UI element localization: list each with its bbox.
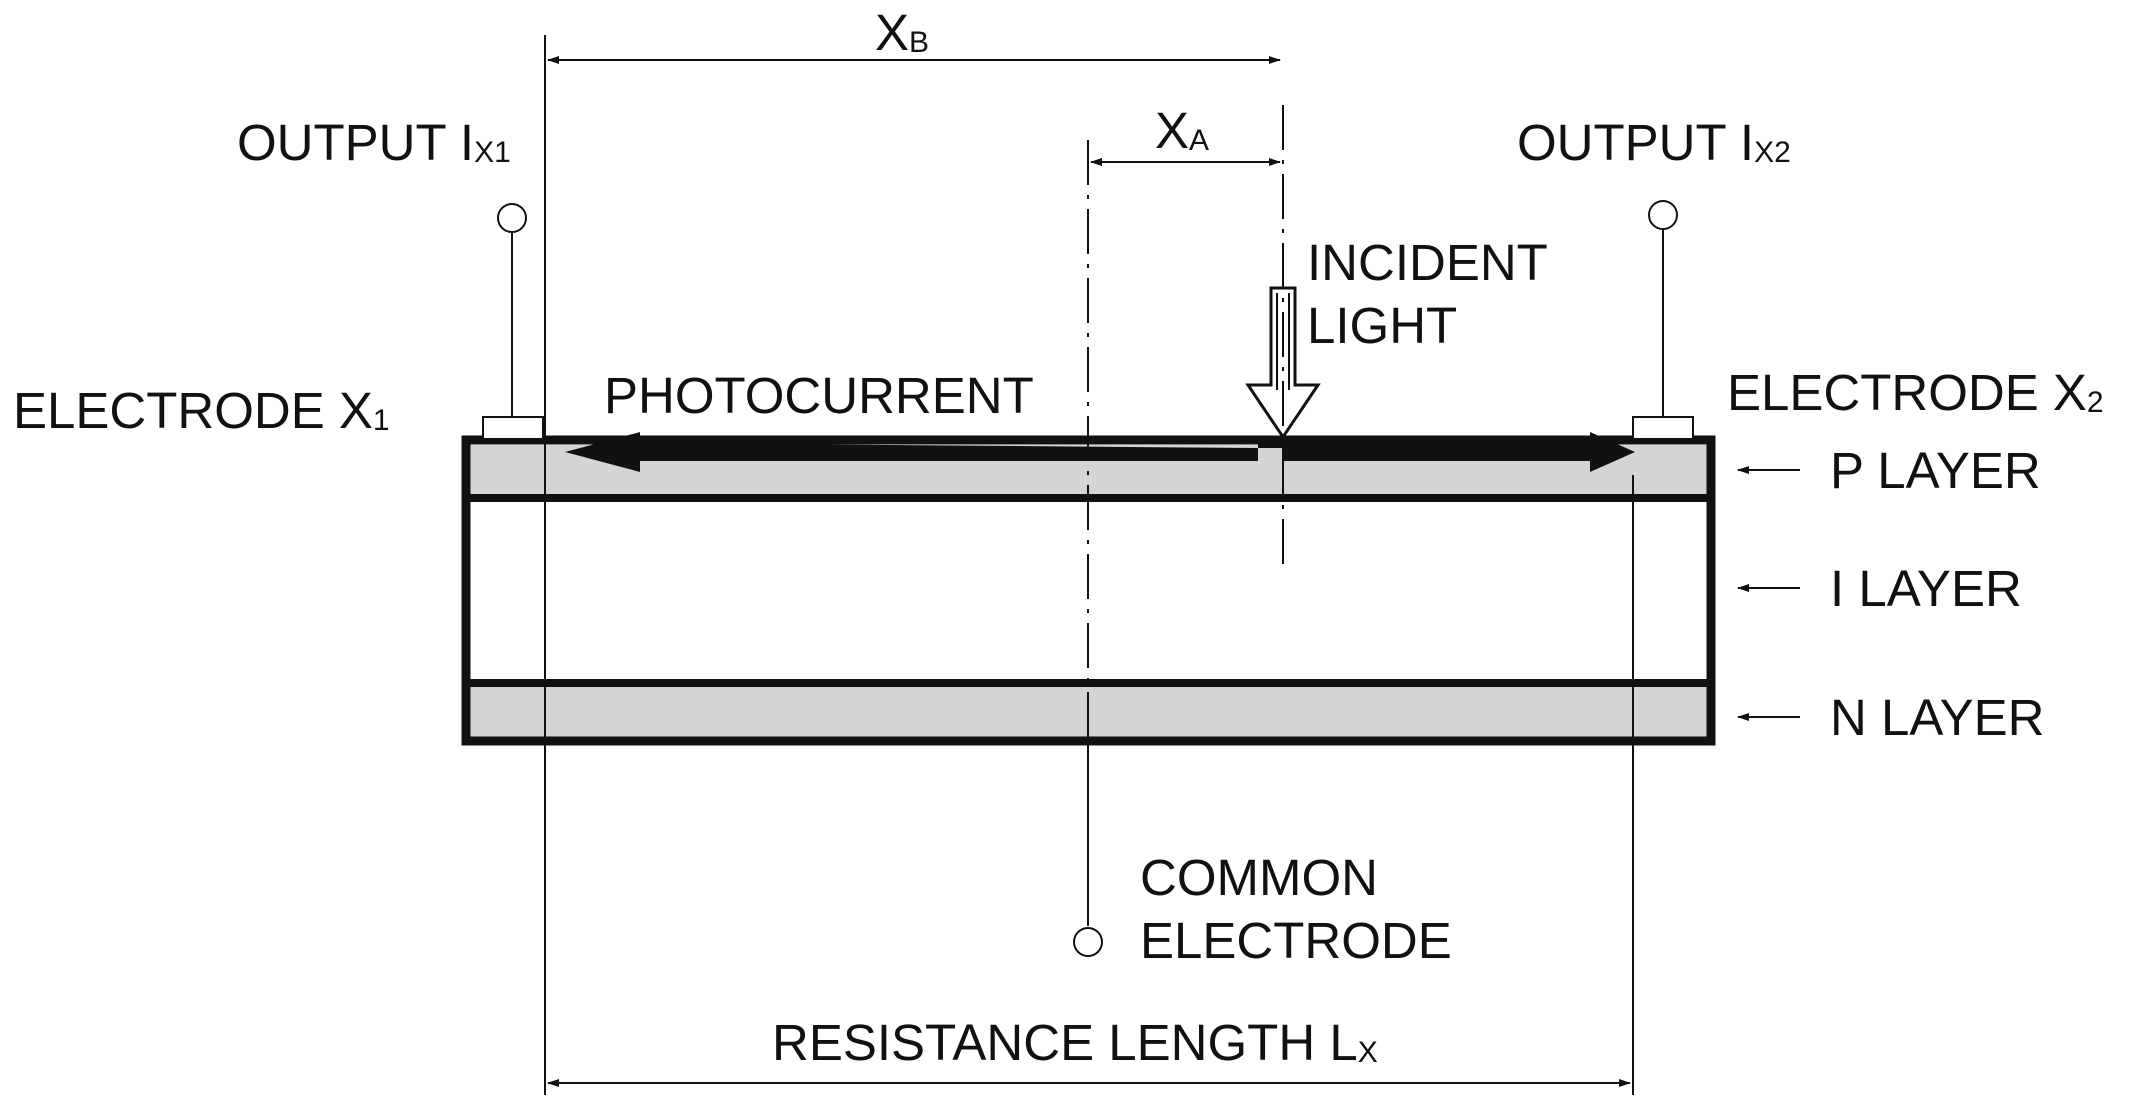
layer-pointers — [1737, 466, 1800, 721]
photocurrent-arrows — [565, 432, 1635, 472]
incident-light-arrow — [1245, 286, 1321, 440]
photocurrent-right-arrow — [1282, 432, 1635, 472]
xa-label: XA — [1155, 102, 1209, 159]
p-layer-label: P LAYER — [1830, 442, 2041, 499]
output-1-label: OUTPUT IX1 — [237, 114, 511, 171]
electrodes — [482, 200, 1694, 957]
common-electrode-line-2: ELECTRODE — [1140, 912, 1452, 969]
resistance-length-label: RESISTANCE LENGTH LX — [772, 1014, 1378, 1071]
photocurrent-label: PHOTOCURRENT — [604, 367, 1034, 424]
incident-light-line-1: INCIDENT — [1307, 234, 1548, 291]
electrode-x1-label: ELECTRODE X1 — [13, 382, 390, 439]
output-2-label: OUTPUT IX2 — [1517, 114, 1791, 171]
electrode-x2-pad — [1632, 416, 1694, 440]
common-electrode-terminal — [1073, 927, 1103, 957]
output-1-terminal — [497, 203, 527, 233]
photocurrent-left-arrow — [565, 432, 1282, 472]
n-layer-label: N LAYER — [1830, 689, 2044, 746]
i-layer-label: I LAYER — [1830, 560, 2022, 617]
reference-lines — [544, 35, 1634, 1095]
incident-light-line-2: LIGHT — [1307, 297, 1457, 354]
common-electrode-line-1: COMMON — [1140, 849, 1378, 906]
output-2-terminal — [1648, 200, 1678, 230]
dimension-lines — [547, 56, 1631, 1087]
electrode-x1-pad — [482, 416, 544, 440]
xb-label: XB — [875, 4, 929, 61]
electrode-x2-label: ELECTRODE X2 — [1727, 364, 2104, 421]
